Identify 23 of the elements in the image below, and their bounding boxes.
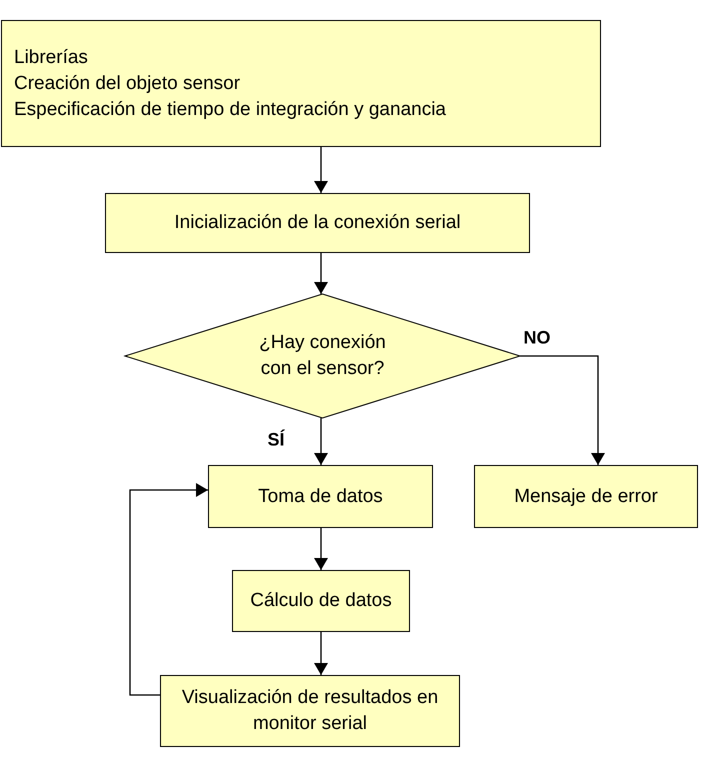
process-box <box>160 675 460 747</box>
decision-diamond <box>123 293 522 419</box>
process-box <box>208 465 433 528</box>
arrow <box>314 632 328 675</box>
arrow <box>520 355 605 465</box>
box-text: Visualización de resultados en monitor serial <box>180 686 440 736</box>
process-box <box>474 465 698 528</box>
arrow <box>314 253 328 294</box>
box-text: Inicialización de la conexión serial <box>174 211 461 235</box>
box-text: Toma de datos <box>258 484 383 508</box>
arrow <box>314 147 328 193</box>
box-text: Cálculo de datos <box>250 589 392 613</box>
process-box <box>232 570 410 632</box>
arrow <box>129 483 208 696</box>
arrow <box>314 418 328 465</box>
box-text: Librerías <box>14 46 88 70</box>
box-text: Mensaje de error <box>514 484 658 508</box>
box-text: Creación del objeto sensor <box>14 72 240 96</box>
process-box <box>1 20 601 147</box>
box-text: Especificación de tiempo de integración y ganancia <box>14 98 446 122</box>
decision-text: ¿Hay conexión con el sensor? <box>258 331 387 381</box>
process-box <box>105 193 530 253</box>
arrow <box>314 528 328 570</box>
